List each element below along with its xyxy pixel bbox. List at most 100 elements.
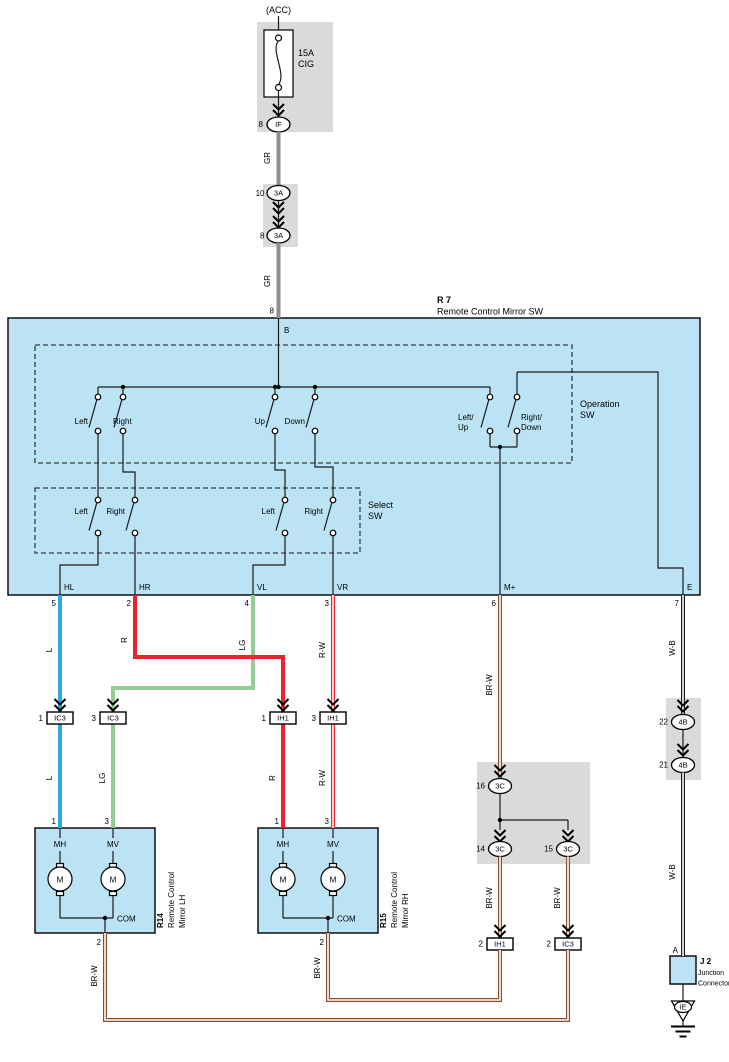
fuse-name: CIG — [298, 59, 314, 69]
r15-name-line2: Mirror RH — [401, 893, 410, 928]
wire-wb-lower-label: W-B — [668, 864, 677, 879]
wire-gr-lower-label: GR — [263, 275, 272, 287]
contact — [271, 427, 279, 435]
select-switch-a-left — [88, 496, 102, 537]
wire-segment — [122, 433, 136, 498]
r14-motor-m2: M — [110, 876, 117, 885]
r14-pin-3: 3 — [105, 817, 110, 826]
r7-mirror-switch: R 7 Remote Control Mirror SW B — [34, 295, 692, 608]
op-right-label: Right — [113, 417, 132, 426]
connector-ic3-1-pin: 1 — [39, 714, 44, 723]
op-switch-down — [305, 387, 319, 435]
r15-mh-label: MH — [277, 840, 290, 849]
contact — [94, 496, 102, 504]
connector-ic3-2-label: IC3 — [562, 940, 574, 949]
r14-code: R14 — [156, 913, 165, 928]
connector-ih1-1-label: IH1 — [277, 714, 289, 723]
pin-5-number: 5 — [52, 599, 57, 608]
wire-lg: LG LG — [98, 595, 255, 828]
pin-3-number: 3 — [325, 599, 330, 608]
connector-3c-15-pin: 15 — [544, 845, 553, 854]
connector-ic3-2-pin: 2 — [547, 940, 552, 949]
operation-sw-outline — [34, 344, 573, 464]
wire-l-lower-label: L — [45, 775, 54, 780]
junction-dot — [102, 915, 108, 921]
contact — [119, 427, 127, 435]
r14-motor-m1: M — [57, 876, 64, 885]
connector-ih1-2-label: IH1 — [494, 940, 506, 949]
r14-pin-2: 2 — [97, 938, 102, 947]
wire-l-upper-label: L — [45, 647, 54, 652]
pin-e-label: E — [687, 583, 692, 592]
wire-brw-com-lh-stripe — [104, 933, 569, 1021]
wire-l: L L — [45, 595, 62, 828]
connector-3a-upper-pin: 10 — [256, 189, 265, 198]
r7-pin-b-label: B — [284, 326, 289, 335]
switch-arm — [507, 399, 517, 428]
op-right-down-label2: Down — [521, 423, 541, 432]
connector-4b-22-label: 4B — [678, 718, 687, 727]
fuse-rating: 15A — [298, 48, 314, 58]
r15-motor-m2: M — [330, 876, 337, 885]
contact — [281, 496, 289, 504]
switch-arm — [88, 399, 98, 428]
wire-lg-lower-label: LG — [98, 773, 107, 784]
j2-name-line2: Connector — [698, 981, 729, 988]
connector-3c-16-label: 3C — [495, 782, 505, 791]
motor-terminal — [328, 890, 338, 897]
wire-brw-main-label: BR-W — [485, 674, 494, 696]
switch-arm — [88, 502, 98, 531]
mirror-lh: 1 3 MH MV M M COM 2 R14 Remote Control M… — [47, 817, 187, 947]
switch-arm — [480, 399, 490, 428]
contact — [513, 427, 521, 435]
wire-rw-lower-label: R-W — [318, 770, 327, 786]
r7-name: Remote Control Mirror SW — [437, 307, 544, 317]
op-switch-left-up — [480, 387, 494, 435]
contact — [329, 529, 337, 537]
contact — [311, 427, 319, 435]
connector-ih1-3 — [319, 711, 347, 725]
wire-brw-left-label: BR-W — [485, 887, 494, 909]
junction-dot — [276, 384, 281, 390]
pin-vr-label: VR — [337, 583, 348, 592]
contact — [119, 393, 127, 401]
motor-icon — [100, 866, 126, 892]
select-sw-outline — [34, 487, 361, 554]
wire-r-upper-label: R — [120, 637, 129, 643]
pin-hl-label: HL — [64, 583, 75, 592]
connector-3c-14-pin: 14 — [476, 845, 485, 854]
connector-ih1-2-pin: 2 — [479, 940, 484, 949]
op-up-label: Up — [255, 417, 266, 426]
connector-ih1-3-pin: 3 — [312, 714, 317, 723]
mplus-line — [489, 433, 518, 595]
op-switch-up — [265, 387, 279, 435]
op-left-up-label2: Up — [458, 423, 469, 432]
r7-pin-8-number: 8 — [270, 307, 275, 316]
contact — [271, 393, 279, 401]
com-return-wires: BR-W BR-W — [90, 933, 570, 1022]
wire-gr-upper-label: GR — [263, 152, 272, 164]
contact — [131, 496, 139, 504]
motor-terminal — [108, 890, 118, 897]
connector-ic3-3-pin: 3 — [92, 714, 97, 723]
connector-ih1-3-label: IH1 — [327, 714, 339, 723]
wire-segment — [252, 535, 286, 595]
switch-arm — [265, 399, 275, 428]
switch-arm — [113, 399, 123, 428]
pin-7-number: 7 — [675, 599, 680, 608]
connector-ic3-3 — [99, 711, 127, 725]
ground-code-oval — [673, 1000, 693, 1014]
connector-if-pin: 8 — [259, 120, 264, 129]
wb-ground-circuit: W-B 22 4B 21 4B W-B A J 2 Junction Conne… — [659, 595, 729, 1038]
fuse-terminal-bottom — [274, 83, 283, 92]
fuse-section: (ACC) 15A CIG 8 IF GR 10 3A 8 3A GR 8 — [256, 5, 314, 318]
acc-label: (ACC) — [266, 5, 291, 15]
wire-rw: R-W R-W — [318, 595, 335, 828]
switch-arm — [125, 502, 135, 531]
junction-dot — [497, 444, 503, 450]
connector-if-label: IF — [275, 120, 282, 129]
arrow-down-icon — [272, 201, 285, 215]
j2-junction-connector-box — [669, 955, 697, 985]
wire-brw-com-rh-stripe — [327, 933, 501, 1001]
